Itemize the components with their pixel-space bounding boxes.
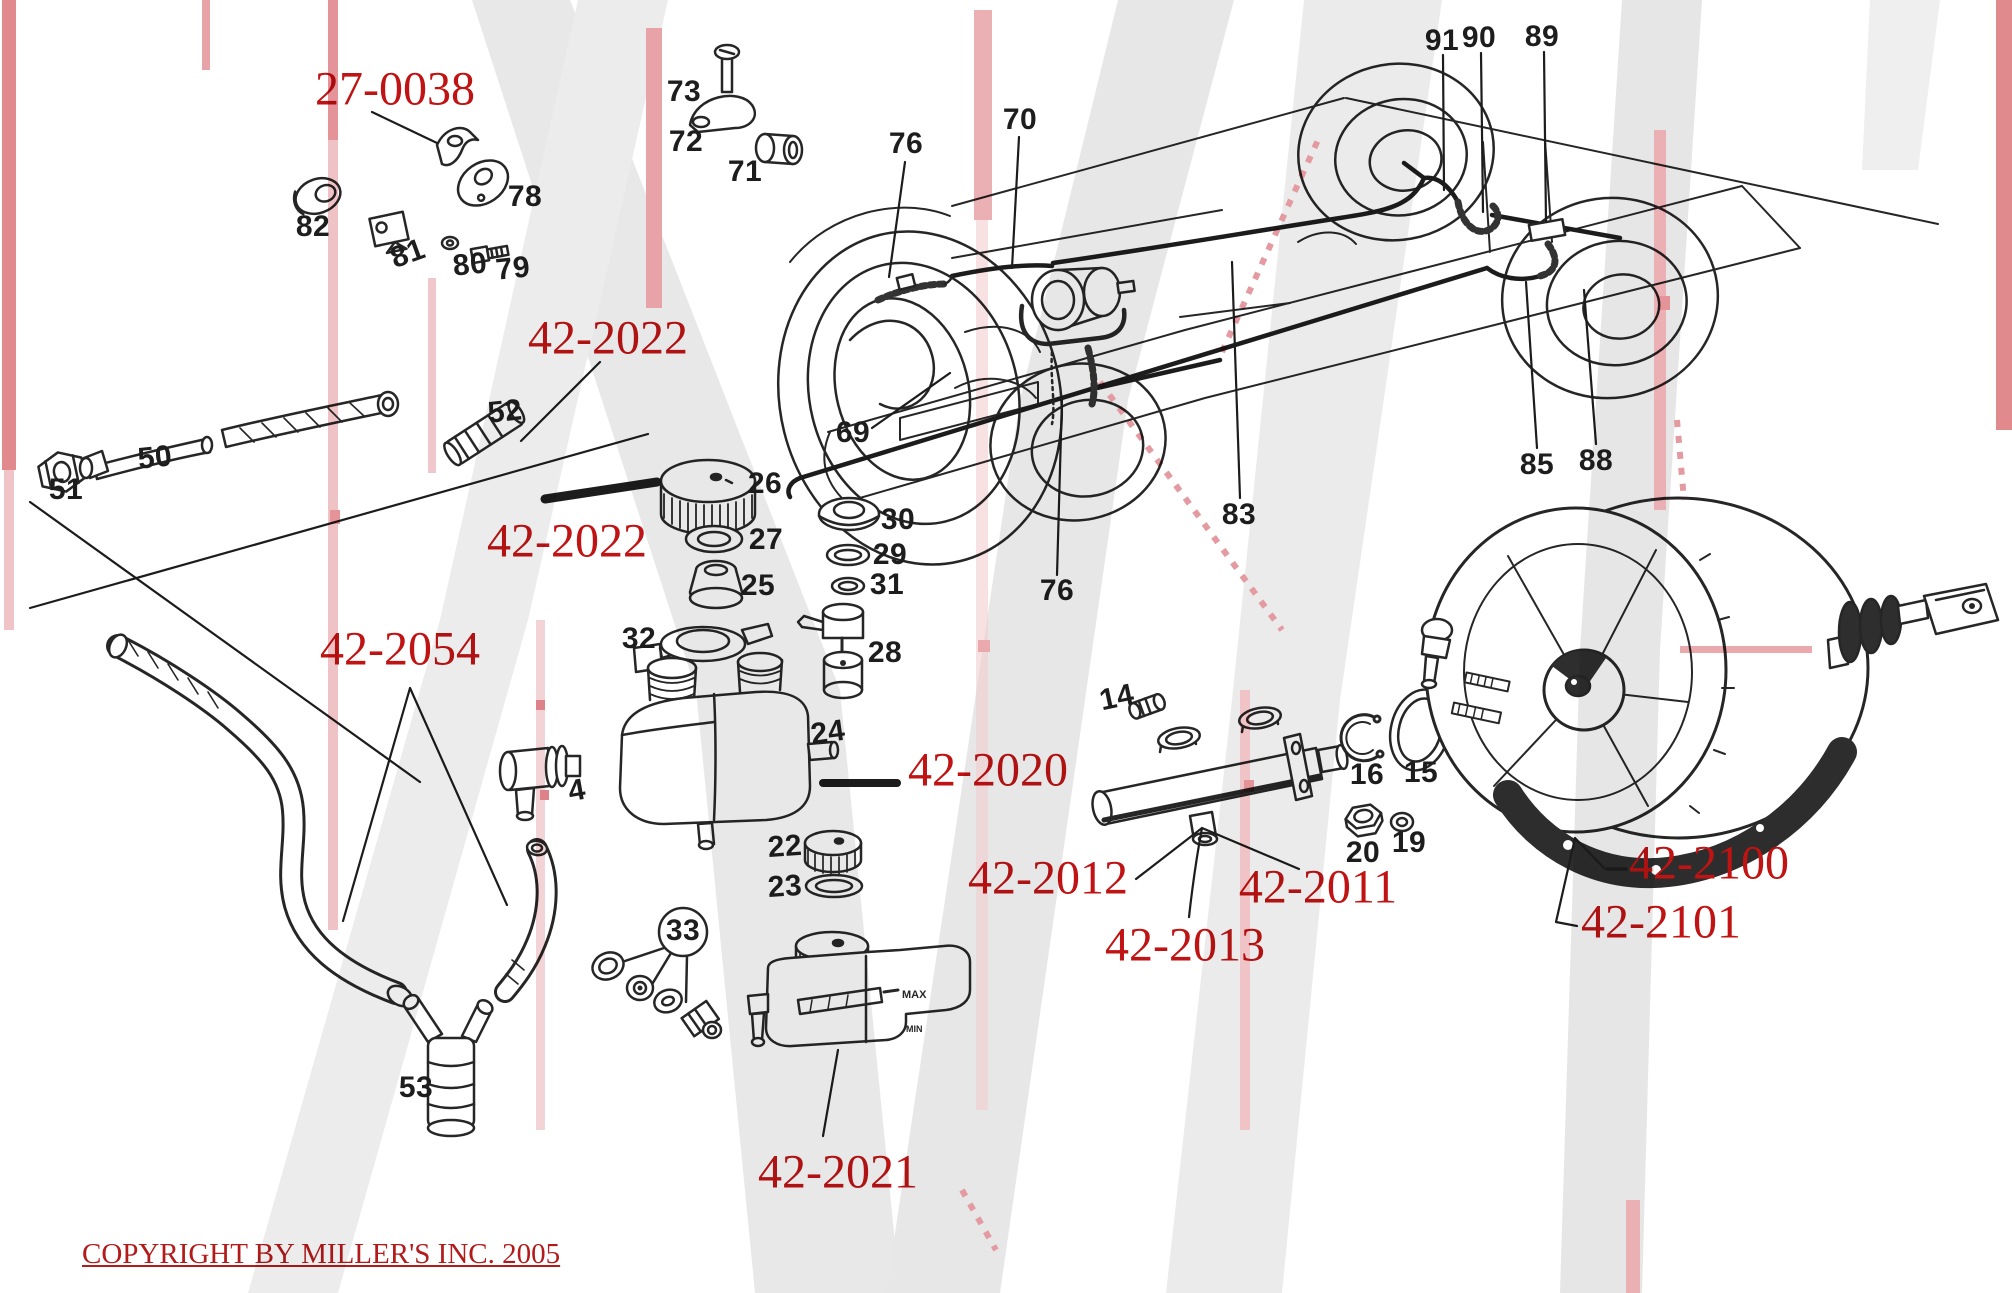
part-number-42-2020[interactable]: 42-2020 bbox=[908, 743, 1068, 797]
item-number-81: 81 bbox=[386, 232, 430, 275]
item-number-30: 30 bbox=[880, 503, 916, 536]
item-number-85: 85 bbox=[1519, 448, 1555, 481]
item-number-19: 19 bbox=[1391, 826, 1427, 859]
item-number-78: 78 bbox=[507, 180, 543, 213]
part-number-42-2021[interactable]: 42-2021 bbox=[758, 1145, 918, 1199]
copyright-notice: COPYRIGHT BY MILLER'S INC. 2005 bbox=[82, 1238, 561, 1270]
item-number-73: 73 bbox=[666, 75, 702, 108]
item-number-50: 50 bbox=[136, 439, 174, 476]
item-number-27: 27 bbox=[748, 523, 784, 556]
item-number-24: 24 bbox=[808, 713, 848, 752]
item-number-52: 52 bbox=[486, 393, 524, 430]
item-number-28: 28 bbox=[867, 636, 903, 669]
item-number-89: 89 bbox=[1524, 20, 1560, 53]
item-number-14: 14 bbox=[1096, 677, 1138, 718]
item-number-76-top: 76 bbox=[888, 127, 924, 160]
item-number-22: 22 bbox=[766, 828, 804, 865]
hose-50-drawing bbox=[78, 435, 214, 481]
item-number-33: 33 bbox=[665, 914, 701, 947]
part-number-42-2022-b[interactable]: 42-2022 bbox=[487, 514, 647, 568]
item-number-25: 25 bbox=[740, 569, 776, 602]
part-number-42-2022-a[interactable]: 42-2022 bbox=[528, 311, 688, 365]
item-number-4: 4 bbox=[565, 772, 589, 809]
part-number-42-2054[interactable]: 42-2054 bbox=[320, 622, 480, 676]
item-number-16: 16 bbox=[1349, 758, 1385, 791]
item-number-83: 83 bbox=[1221, 498, 1257, 531]
item-number-76-lower: 76 bbox=[1039, 574, 1075, 607]
item-number-51: 51 bbox=[48, 473, 84, 506]
part-number-42-2012[interactable]: 42-2012 bbox=[968, 851, 1128, 905]
item-number-23: 23 bbox=[766, 868, 804, 905]
item-number-29: 29 bbox=[872, 538, 908, 571]
item-number-26: 26 bbox=[747, 467, 783, 500]
item-number-53: 53 bbox=[398, 1071, 434, 1104]
part-number-27-0038[interactable]: 27-0038 bbox=[315, 62, 475, 116]
item-number-91: 91 bbox=[1424, 24, 1460, 57]
part-number-42-2100[interactable]: 42-2100 bbox=[1629, 836, 1789, 890]
part-number-42-2013[interactable]: 42-2013 bbox=[1105, 918, 1265, 972]
item-number-32: 32 bbox=[621, 622, 657, 655]
item-number-88: 88 bbox=[1578, 444, 1614, 477]
item-number-80: 80 bbox=[451, 246, 489, 283]
item-number-72: 72 bbox=[668, 125, 704, 158]
item-number-20: 20 bbox=[1345, 836, 1381, 869]
item-number-82: 82 bbox=[295, 210, 331, 243]
item-number-79: 79 bbox=[494, 250, 532, 287]
item-number-69: 69 bbox=[835, 416, 871, 449]
item-number-31: 31 bbox=[869, 568, 905, 601]
item-number-70: 70 bbox=[1002, 103, 1038, 136]
item-number-71: 71 bbox=[727, 155, 763, 188]
item-number-90: 90 bbox=[1461, 21, 1497, 54]
item-number-15: 15 bbox=[1403, 756, 1439, 789]
part-number-42-2101[interactable]: 42-2101 bbox=[1581, 895, 1741, 949]
